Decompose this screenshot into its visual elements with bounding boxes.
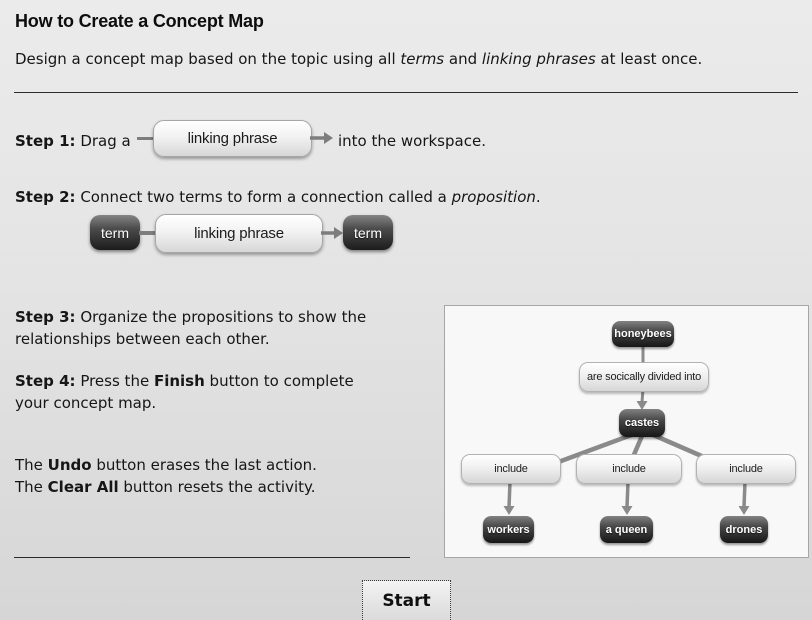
node-drones: drones [720, 516, 768, 543]
finish-bold: Finish [153, 372, 205, 390]
note-clear-all: The Clear All button resets the activity… [15, 476, 316, 498]
intro-pre: Design a concept map based on the topic … [15, 50, 401, 68]
term-box-right-label: term [354, 224, 382, 241]
top-divider [14, 92, 798, 93]
step4-line1-pre: Press the [75, 372, 154, 390]
intro-text: Design a concept map based on the topic … [15, 50, 702, 68]
undo-bold: Undo [47, 456, 92, 474]
intro-mid: and [444, 50, 482, 68]
step3-label: Step 3: [15, 308, 76, 326]
node-include-left: include [461, 454, 561, 484]
step4-line1: Step 4: Press the Finish button to compl… [15, 370, 354, 392]
step3-line2: relationships between each other. [15, 330, 270, 348]
start-button[interactable]: Start [362, 580, 451, 620]
step1-label: Step 1: [15, 132, 76, 150]
term-box-left-label: term [101, 224, 129, 241]
step2-text: Step 2: Connect two terms to form a conn… [15, 186, 541, 208]
step2-proposition-italic: proposition [451, 188, 536, 206]
connector-line-icon-step2 [139, 231, 156, 235]
arrow-right-icon-step1 [310, 132, 333, 144]
page-title: How to Create a Concept Map [15, 11, 264, 31]
linking-phrase-pill-step1: linking phrase [153, 120, 312, 157]
node-a-queen: a queen [600, 516, 653, 543]
node-workers: workers [483, 516, 534, 543]
connector-dash-icon [137, 137, 153, 140]
bottom-divider [14, 557, 410, 558]
clear-all-bold: Clear All [47, 478, 119, 496]
map-connector-lines [503, 346, 750, 515]
undo-pre: The [15, 456, 48, 474]
step2-sentence: Connect two terms to form a connection c… [75, 188, 452, 206]
term-box-right: term [343, 215, 393, 250]
step4-line2: your concept map. [15, 394, 157, 412]
undo-post: button erases the last action. [91, 456, 317, 474]
step2-label: Step 2: [15, 188, 76, 206]
step3-line1: Step 3: Organize the propositions to sho… [15, 306, 366, 328]
node-castes: castes [619, 409, 665, 437]
step1-text-before: Step 1: Drag a [15, 130, 131, 152]
linking-phrase-pill-label: linking phrase [187, 130, 278, 147]
node-include-middle: include [576, 454, 682, 484]
clear-pre: The [15, 478, 48, 496]
step1-drag-a-text: Drag a [80, 132, 131, 150]
intro-italic-terms: terms [400, 50, 445, 68]
linking-phrase-pill2-label: linking phrase [194, 225, 284, 242]
node-include-right: include [696, 454, 796, 484]
step2-period: . [535, 188, 541, 206]
intro-italic-linking-phrases: linking phrases [481, 50, 596, 68]
clear-post: button resets the activity. [118, 478, 316, 496]
arrow-right-icon-step2 [321, 227, 343, 239]
linking-phrase-pill-step2: linking phrase [155, 214, 323, 253]
example-map-panel: honeybees are socically divided into cas… [444, 305, 809, 558]
node-are-socially-divided-into: are socically divided into [579, 362, 709, 392]
start-button-label: Start [382, 591, 431, 611]
step3-line1-text: Organize the propositions to show the [75, 308, 367, 326]
node-honeybees: honeybees [612, 321, 674, 347]
term-box-left: term [90, 215, 140, 250]
note-undo: The Undo button erases the last action. [15, 454, 317, 476]
intro-post: at least once. [595, 50, 703, 68]
step4-line1-post: button to complete [204, 372, 354, 390]
step1-text-after: into the workspace. [338, 132, 486, 150]
step4-label: Step 4: [15, 372, 76, 390]
